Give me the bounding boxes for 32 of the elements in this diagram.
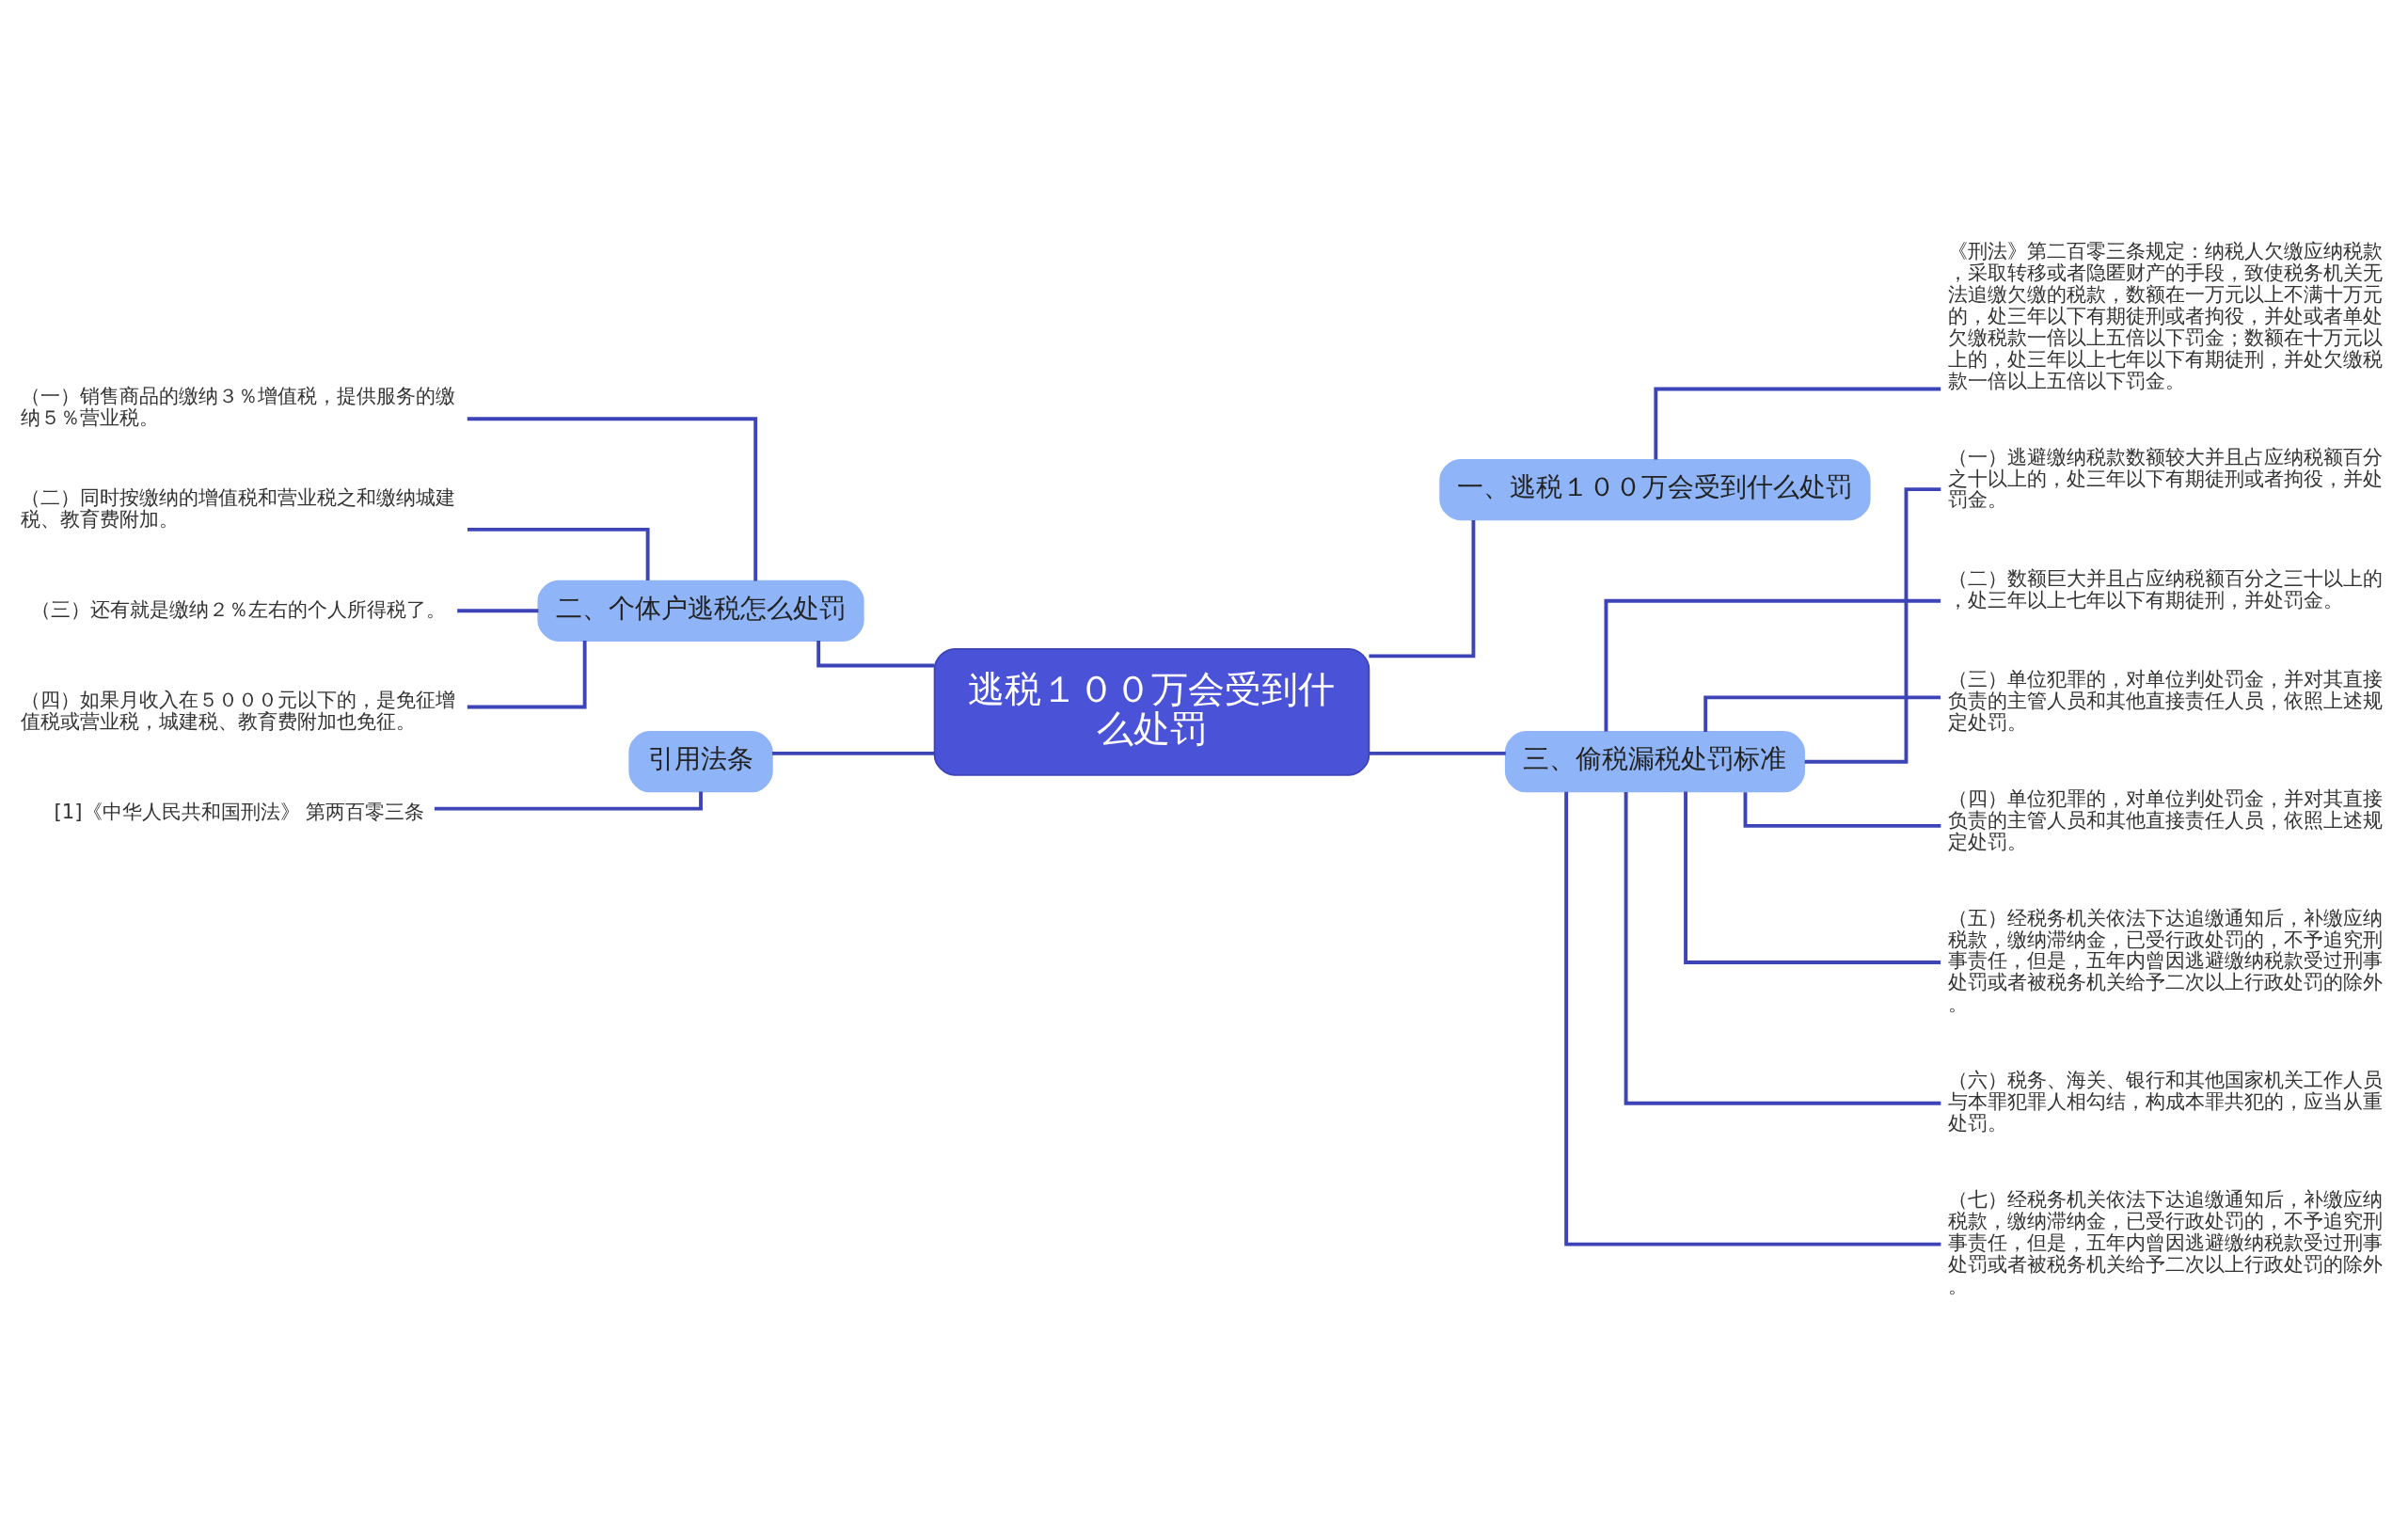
connector: [1684, 791, 1941, 964]
node-text: （三）还有就是缴纳２％左右的个人所得税了。: [30, 596, 446, 621]
connector: [772, 751, 935, 755]
node-text: （一）逃避缴纳税款数额较大并且占应纳税额百分之十以上的，处三年以下有期徒刑或者拘役，并处罚金。: [1947, 444, 2383, 512]
connector: [1624, 791, 1941, 1105]
node-box: 二、个体户逃税怎么处罚: [537, 579, 864, 642]
connector: [816, 641, 935, 668]
node-box: 一、逃税１００万会受到什么处罚: [1439, 459, 1871, 521]
connector: [467, 527, 650, 581]
node-text: （四）单位犯罪的，对单位判处罚金，并对其直接负责的主管人员和其他直接责任人员，依照上述规定处罚。: [1947, 786, 2383, 853]
node-text: [1]《中华人民共和国刑法》 第两百零三条: [54, 799, 425, 823]
connector: [467, 641, 587, 709]
node-text: （六）税务、海关、银行和其他国家机关工作人员与本罪犯罪人相勾结，构成本罪共犯的，应当从重处罚。: [1947, 1068, 2383, 1135]
node-text: （七）经税务机关依法下达追缴通知后，补缴应纳税款，缴纳滞纳金，已受行政处罚的，不予追究刑事责任，但是，五年内曾因逃避缴纳税款受过刑事处罚或者被税务机关给予二次以上行政处罚的除外。: [1947, 1187, 2383, 1297]
node-box: 三、偷税漏税处罚标准: [1504, 731, 1805, 793]
node-text: （一）销售商品的缴纳３％增值税，提供服务的缴纳５％营业税。: [21, 384, 456, 430]
connector: [1369, 520, 1476, 659]
connector: [1564, 791, 1941, 1246]
connector: [1654, 387, 1941, 460]
node-text: （三）单位犯罪的，对单位判处罚金，并对其直接负责的主管人员和其他直接责任人员，依照上述规定处罚。: [1947, 666, 2383, 734]
node-text: （二）同时按缴纳的增值税和营业税之和缴纳城建税、教育费附加。: [21, 484, 456, 531]
node-box: 逃税１００万会受到什么处罚: [933, 647, 1370, 776]
connector: [1604, 598, 1941, 732]
connector: [457, 609, 539, 613]
connector: [467, 417, 758, 581]
node-text: （四）如果月收入在５０００元以下的，是免征增值税或营业税，城建税、教育费附加也免征。: [21, 687, 456, 733]
connector: [1370, 751, 1506, 755]
node-box: 引用法条: [628, 731, 773, 793]
connector: [434, 791, 703, 811]
node-text: 《刑法》第二百零三条规定：纳税人欠缴应纳税款，采取转移或者隐匿财产的手段，致使税务机关无法追缴欠缴的税款，数额在一万元以上不满十万元的，处三年以下有期徒刑或者拘役，并处或者单处欠缴税款一倍以上五倍以下罚金；数额在十万元以上的，处三年以上七年以下有期徒刑，并处欠缴税款一倍以上五倍以下罚金。: [1947, 239, 2383, 392]
node-text: （二）数额巨大并且占应纳税额百分之三十以上的，处三年以上七年以下有期徒刑，并处罚金。: [1947, 566, 2383, 612]
node-text: （五）经税务机关依法下达追缴通知后，补缴应纳税款，缴纳滞纳金，已受行政处罚的，不予追究刑事责任，但是，五年内曾因逃避缴纳税款受过刑事处罚或者被税务机关给予二次以上行政处罚的除外。: [1947, 905, 2383, 1016]
